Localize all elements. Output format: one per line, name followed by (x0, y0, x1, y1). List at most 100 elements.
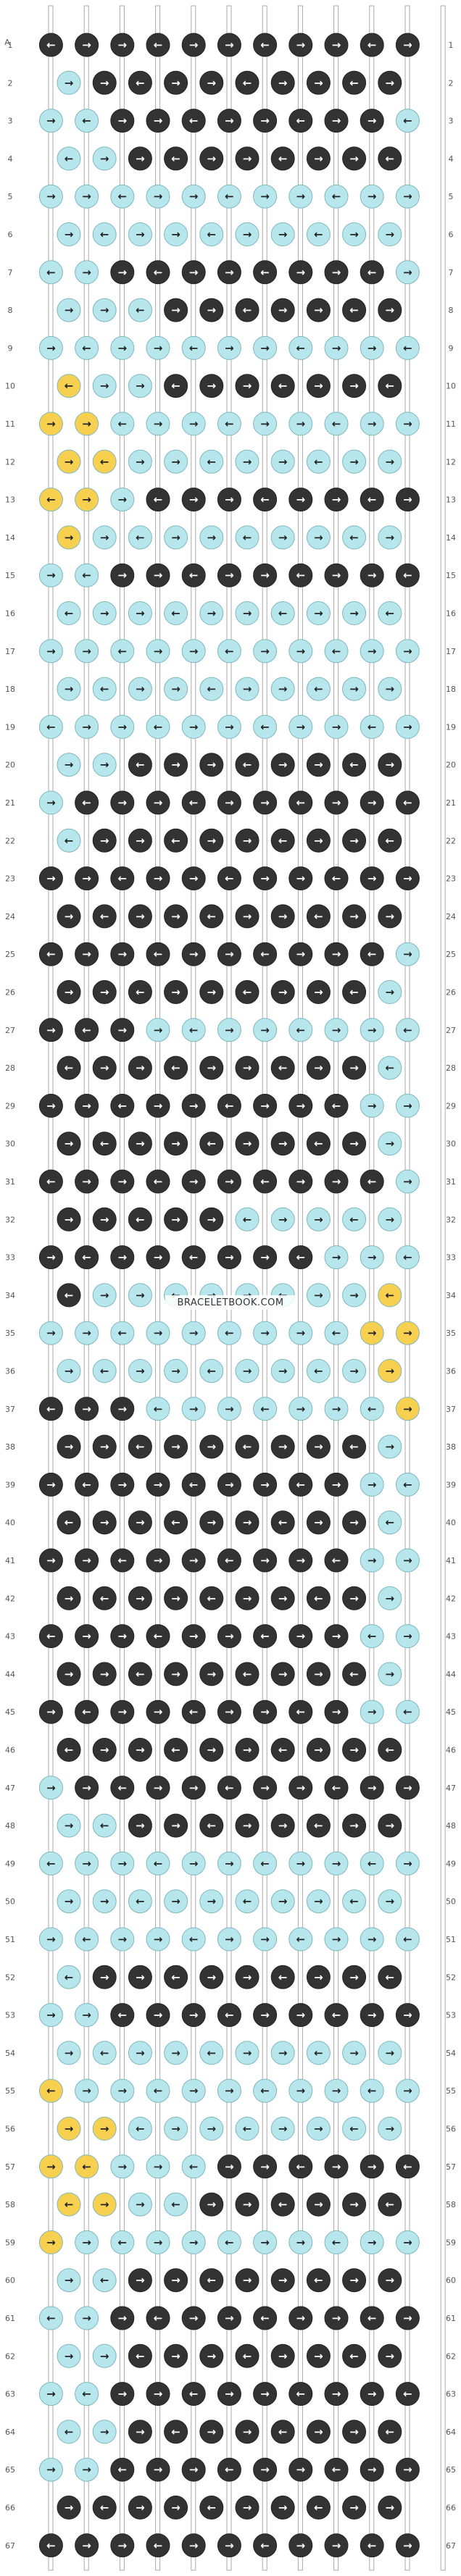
knot-arrow: → (207, 380, 217, 393)
knot: ← (57, 1283, 81, 1308)
knot: → (342, 146, 367, 171)
knot-arrow: → (46, 1781, 56, 1794)
knot: → (306, 525, 331, 550)
knot: ← (92, 904, 117, 929)
knot: → (164, 1586, 188, 1610)
row-number-left: 53 (5, 2011, 15, 2020)
knot: → (57, 1662, 81, 1686)
knot: → (38, 109, 63, 133)
knot-arrow: → (65, 228, 74, 241)
row-number-left: 11 (5, 419, 15, 429)
knot: → (342, 1965, 367, 1989)
knot: → (217, 1927, 241, 1952)
knot-arrow: → (296, 1630, 306, 1643)
knot-arrow: → (189, 493, 199, 506)
knot-arrow: ← (100, 1137, 109, 1150)
knot: → (235, 1586, 259, 1610)
knot-arrow: → (171, 2501, 180, 2514)
knot-arrow: ← (82, 1251, 91, 1264)
knot-arrow: → (189, 1175, 199, 1188)
knot: → (57, 449, 81, 474)
knot: ← (360, 2533, 384, 2558)
knot: → (199, 1055, 224, 1080)
knot-arrow: → (154, 2463, 163, 2476)
knot: → (164, 2268, 188, 2293)
knot: → (342, 1586, 367, 1610)
knot: → (164, 753, 188, 777)
row-number-left: 54 (5, 2049, 15, 2058)
knot-arrow: → (225, 493, 234, 506)
knot: → (181, 1169, 206, 1194)
knot-arrow: → (65, 304, 74, 317)
knot: ← (146, 33, 170, 57)
knot: ← (342, 2117, 367, 2141)
knot-arrow: → (386, 228, 395, 241)
knot-arrow: → (207, 758, 217, 771)
knot: → (181, 714, 206, 739)
knot-arrow: → (154, 1326, 163, 1339)
knot-arrow: ← (118, 1554, 128, 1567)
knot-arrow: → (136, 607, 145, 620)
knot-arrow: ← (118, 2009, 128, 2022)
thread-guide (226, 5, 232, 2571)
row-number-right: 19 (446, 722, 456, 732)
knot: ← (217, 2457, 241, 2482)
knot: → (181, 33, 206, 57)
knot-arrow: → (171, 1137, 180, 1150)
knot: ← (92, 449, 117, 474)
knot: ← (164, 1055, 188, 1080)
row-number-right: 66 (446, 2504, 456, 2513)
knot: ← (128, 525, 152, 550)
knot: → (288, 1093, 313, 1118)
knot: → (324, 1245, 349, 1270)
knot-arrow: → (296, 2312, 306, 2325)
knot-arrow: → (136, 1970, 145, 1983)
knot: ← (92, 1359, 117, 1383)
knot-arrow: → (260, 114, 270, 127)
knot: → (199, 70, 224, 95)
knot: → (181, 2457, 206, 2482)
knot: ← (217, 1776, 241, 1800)
knot: ← (128, 753, 152, 777)
knot-arrow: ← (403, 796, 412, 809)
knot-arrow: → (189, 1099, 199, 1112)
knot-arrow: → (349, 682, 359, 695)
knot-arrow: → (118, 341, 128, 354)
knot-arrow: → (314, 607, 323, 620)
knot: → (164, 1813, 188, 1838)
knot: → (57, 904, 81, 929)
knot: → (395, 1397, 420, 1421)
knot-arrow: → (225, 1478, 234, 1491)
knot-arrow: → (314, 2123, 323, 2136)
row-number-left: 33 (5, 1253, 15, 1263)
knot: ← (57, 2192, 81, 2217)
knot: ← (164, 374, 188, 398)
knot-arrow: → (367, 2463, 377, 2476)
knot-arrow: ← (65, 834, 74, 847)
knot-arrow: → (100, 1289, 109, 1302)
knot-arrow: → (154, 1478, 163, 1491)
knot: ← (92, 222, 117, 246)
knot-arrow: → (260, 645, 270, 658)
knot-arrow: → (225, 2312, 234, 2325)
knot: ← (288, 1699, 313, 1724)
knot: ← (306, 1813, 331, 1838)
knot-arrow: ← (46, 2084, 56, 2097)
knot-arrow: → (349, 152, 359, 165)
knot-arrow: ← (100, 2046, 109, 2059)
knot: → (164, 525, 188, 550)
knot-arrow: → (46, 1705, 56, 1718)
knot-arrow: → (189, 872, 199, 885)
knot: ← (360, 2306, 384, 2330)
knot-arrow: → (296, 872, 306, 885)
row-number-right: 23 (446, 874, 456, 884)
knot-arrow: ← (118, 190, 128, 203)
knot: → (360, 1472, 384, 1497)
knot-arrow: → (154, 1251, 163, 1264)
knot: → (57, 2041, 81, 2065)
knot-arrow: → (243, 1744, 252, 1757)
knot-arrow: → (296, 266, 306, 279)
knot: → (181, 1776, 206, 1800)
knot: ← (288, 790, 313, 815)
knot-arrow: → (171, 304, 180, 317)
